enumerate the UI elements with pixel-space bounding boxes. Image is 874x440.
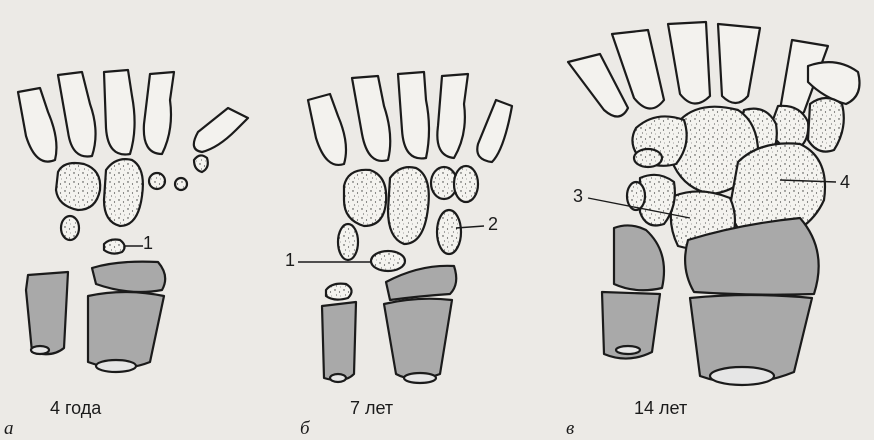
letter-panel-a: а [4, 418, 14, 440]
panel-c-wrist-14-years [568, 22, 860, 385]
caption-panel-c: 14 лет [634, 398, 687, 419]
letter-panel-c: в [566, 418, 574, 440]
metacarpals-a [18, 70, 248, 162]
carpals-a [56, 155, 208, 253]
marker-2-panel-b: 2 [488, 214, 498, 235]
caption-panel-b: 7 лет [350, 398, 393, 419]
letter-panel-b: б [300, 418, 310, 440]
marker-4-panel-c: 4 [840, 172, 850, 193]
panel-a-wrist-4-years [18, 70, 248, 372]
marker-3-panel-c: 3 [573, 186, 583, 207]
forearm-bones-a [26, 262, 165, 372]
metacarpals-b [308, 72, 512, 165]
forearm-bones-b [322, 266, 456, 383]
panel-b-wrist-7-years [298, 72, 512, 383]
forearm-bones-c [602, 218, 819, 385]
marker-1-panel-a: 1 [143, 233, 153, 254]
marker-1-panel-b: 1 [285, 250, 295, 271]
carpals-b [338, 166, 478, 271]
caption-panel-a: 4 года [50, 398, 101, 419]
